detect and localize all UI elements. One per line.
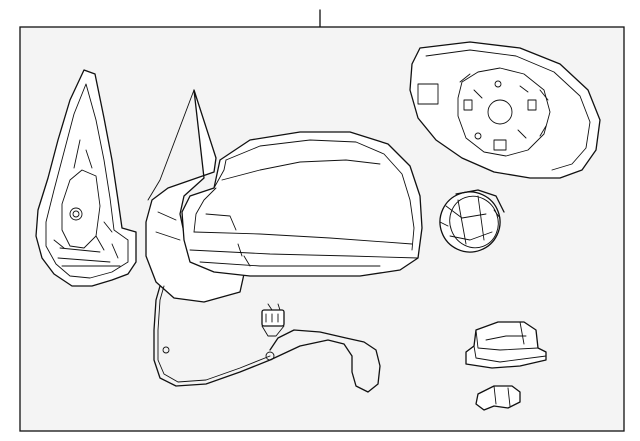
turn-signal-lamp-icon <box>465 321 547 369</box>
mirror-cover-trim-icon <box>35 69 137 287</box>
mirror-motor-icon <box>439 189 505 253</box>
side-mirror-assembly-icon <box>145 89 423 393</box>
mirror-glass-icon <box>409 41 601 179</box>
bulb-icon <box>475 385 521 411</box>
